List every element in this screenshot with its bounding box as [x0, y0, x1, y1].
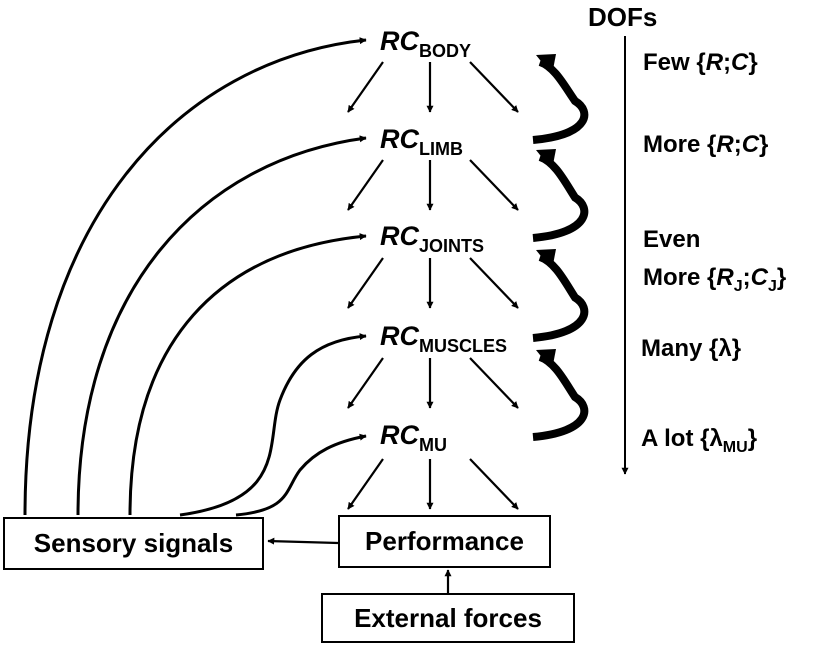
- fan-arrow-left-0: [347, 61, 384, 113]
- feedback-arrow-joints: [128, 233, 367, 516]
- fan-arrow-left-4: [347, 458, 384, 510]
- level-mu-label: RCMU: [380, 420, 447, 455]
- external-forces-label: External forces: [354, 602, 542, 633]
- feedback-arrow-muscles: [179, 333, 367, 517]
- dof-label-0: Few {R;C}: [643, 49, 758, 76]
- dof-label-5: A lot {λMU}: [641, 425, 757, 456]
- feedback-arrow-body: [23, 37, 367, 516]
- crescent-arrow-mu-to-muscles-head: [536, 349, 556, 370]
- crescent-arrow-limb-to-body-head: [536, 54, 556, 75]
- fan-arrow-left-1: [347, 159, 384, 211]
- fan-arrow-left-2: [347, 257, 384, 309]
- performance-label: Performance: [365, 526, 524, 556]
- fan-arrow-right-4: [469, 458, 519, 510]
- performance-box: Performance: [338, 515, 551, 568]
- level-body-label: RCBODY: [380, 26, 471, 61]
- fan-arrow-left-3: [347, 357, 384, 409]
- dof-axis-title: DOFs: [588, 2, 657, 32]
- fan-arrow-right-0: [469, 61, 519, 113]
- dof-label-1: More {R;C}: [643, 131, 768, 158]
- arrows-layer: [23, 36, 629, 593]
- fan-arrow-right-1: [469, 159, 519, 211]
- crescent-arrow-joints-to-limb: [532, 153, 589, 242]
- crescent-arrow-limb-to-body: [532, 58, 589, 144]
- level-muscles-label: RCMUSCLES: [380, 321, 507, 356]
- sensory-signals-box: Sensory signals: [3, 517, 264, 570]
- external-forces-box: External forces: [321, 593, 575, 643]
- dof-label-4: Many {λ}: [641, 335, 741, 362]
- crescent-arrow-muscles-to-joints-head: [536, 249, 556, 270]
- dof-label-2: Even: [643, 226, 700, 253]
- feedback-arrow-mu: [235, 433, 367, 517]
- fan-arrow-right-3: [469, 357, 519, 409]
- crescent-arrow-muscles-to-joints: [532, 253, 589, 342]
- crescent-arrow-mu-to-muscles: [532, 353, 589, 441]
- fan-arrow-right-2: [469, 257, 519, 309]
- crescent-arrow-joints-to-limb-head: [536, 149, 556, 170]
- dof-label-3: More {RJ;CJ}: [643, 264, 786, 295]
- labels-layer: RCBODY RCLIMB RCJOINTS RCMUSCLES RCMU DOFsFew…: [380, 2, 786, 456]
- feedback-arrow-limb: [76, 135, 367, 516]
- performance-to-sensory-arrow: [267, 537, 339, 545]
- level-limb-label: RCLIMB: [380, 124, 463, 159]
- level-joints-label: RCJOINTS: [380, 221, 484, 256]
- sensory-signals-label: Sensory signals: [33, 528, 234, 558]
